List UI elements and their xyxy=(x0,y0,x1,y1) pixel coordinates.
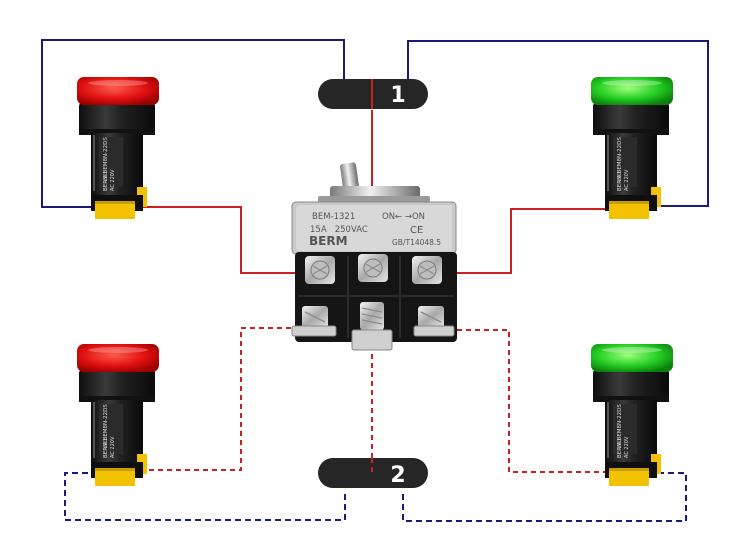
wire-red-bottom-right xyxy=(432,329,608,473)
wire-red-bottom-left xyxy=(140,327,316,471)
svg-text:BERM BEM8N-22DS: BERM BEM8N-22DS xyxy=(617,404,623,458)
lamp-lens xyxy=(591,77,673,105)
terminal-label-2: 2 xyxy=(318,458,428,488)
lamp-led-text: LED xyxy=(617,172,623,181)
wire-blue-bottom-left xyxy=(64,472,346,521)
wire-blue-bottom-right xyxy=(402,472,687,522)
svg-text:AC 220V: AC 220V xyxy=(624,169,630,191)
screw-terminal-bottom-center xyxy=(351,302,393,351)
indicator-lamp-red-bottom-left: BERM BEM8N-22DS AC 220V LED xyxy=(77,344,159,486)
wire-blue-top-left xyxy=(41,39,345,208)
screw-terminal-top-left xyxy=(305,256,335,284)
wire-red-top-left xyxy=(138,206,316,274)
lamp-lens xyxy=(77,77,159,105)
screw-terminal-bottom-left xyxy=(291,306,337,337)
switch-rating-text: 15A 250VAC xyxy=(310,225,368,235)
indicator-lamp-green-top-right: BERM BEM8N-22DS AC 220V LED xyxy=(591,77,673,219)
wire-blue-top-right xyxy=(407,40,709,207)
lamp-lens xyxy=(591,344,673,372)
switch-ce-mark: CE xyxy=(410,225,423,236)
screw-terminal-top-center xyxy=(358,254,388,282)
svg-text:BERM BEM8N-22DS: BERM BEM8N-22DS xyxy=(103,137,109,191)
switch-mode-text: ON← →ON xyxy=(382,212,425,222)
indicator-lamp-green-bottom-right: BERM BEM8N-22DS AC 220V LED xyxy=(591,344,673,486)
wire-red-top-right xyxy=(432,208,606,274)
indicator-lamp-red-top-left: BERM BEM8N-22DS AC 220V LED xyxy=(77,77,159,219)
svg-text:BERM BEM8N-22DS: BERM BEM8N-22DS xyxy=(103,404,109,458)
lamp-led-text: LED xyxy=(103,439,109,448)
lamp-led-text: LED xyxy=(103,172,109,181)
switch-standard-text: GB/T14048.5 xyxy=(392,238,441,247)
svg-text:AC 220V: AC 220V xyxy=(110,436,116,458)
svg-text:BERM BEM8N-22DS: BERM BEM8N-22DS xyxy=(617,137,623,191)
lamp-label: BERM BEM8N-22DS AC 220V xyxy=(103,404,116,458)
lamp-label: BERM BEM8N-22DS AC 220V xyxy=(103,137,116,191)
screw-terminal-bottom-right xyxy=(413,306,455,337)
toggle-lever xyxy=(318,162,430,206)
svg-text:AC 220V: AC 220V xyxy=(110,169,116,191)
lamp-label: BERM BEM8N-22DS AC 220V xyxy=(617,404,630,458)
svg-text:AC 220V: AC 220V xyxy=(624,436,630,458)
lamp-led-text: LED xyxy=(617,439,623,448)
terminal-label-2-text: 2 xyxy=(390,463,405,488)
terminal-label-1-text: 1 xyxy=(390,83,405,108)
terminal-label-1: 1 xyxy=(318,79,428,109)
screw-terminal-top-right xyxy=(412,256,442,284)
switch-model-text: BEM-1321 xyxy=(312,212,355,222)
toggle-switch: BEM-1321 ON← →ON 15A 250VAC CE BERM GB/T… xyxy=(291,162,457,351)
switch-brand-text: BERM xyxy=(309,234,348,248)
lamp-label: BERM BEM8N-22DS AC 220V xyxy=(617,137,630,191)
lamp-lens xyxy=(77,344,159,372)
